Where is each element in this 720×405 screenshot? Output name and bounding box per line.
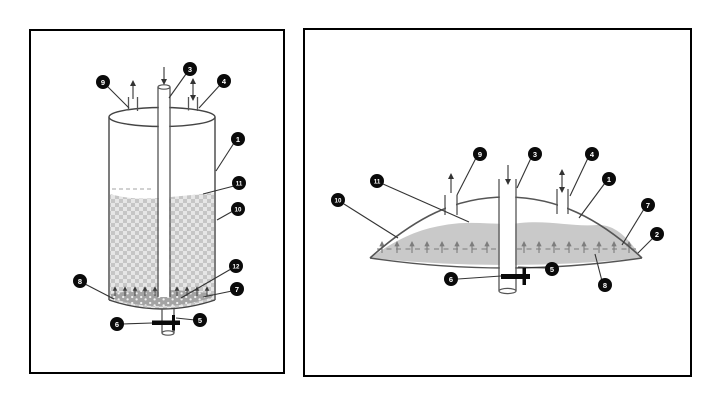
svg-text:1: 1	[607, 175, 611, 184]
right-panel-lagoon-diagram: 11 10 9 3 4 1 7 2 8	[303, 28, 692, 377]
drain-valve	[501, 266, 546, 285]
svg-text:4: 4	[222, 77, 227, 86]
svg-text:3: 3	[533, 150, 537, 159]
valve-handle-icon	[501, 274, 530, 279]
svg-text:7: 7	[646, 201, 650, 210]
callout-10: 10	[331, 193, 345, 207]
callout-8: 8	[598, 278, 612, 292]
svg-text:11: 11	[374, 178, 381, 185]
callout-3: 3	[528, 147, 542, 161]
callout-6: 6	[444, 272, 458, 286]
svg-text:8: 8	[78, 277, 82, 286]
gas-vent-left	[127, 80, 139, 111]
callout-7: 7	[230, 282, 244, 296]
svg-text:8: 8	[603, 281, 607, 290]
callout-7: 7	[641, 198, 655, 212]
callout-1: 1	[231, 132, 245, 146]
callout-3: 3	[183, 62, 197, 76]
svg-text:6: 6	[115, 320, 119, 329]
svg-text:9: 9	[478, 150, 482, 159]
left-panel-tank-diagram: 9 3 4 1 11 10 8 12 7	[29, 29, 285, 374]
svg-text:7: 7	[235, 285, 239, 294]
biogas-rise-arrows	[379, 241, 632, 253]
feed-pipe	[157, 67, 171, 297]
callout-6: 6	[110, 317, 124, 331]
callout-5: 5	[545, 262, 559, 276]
valve-handle-icon	[152, 320, 180, 325]
svg-text:10: 10	[335, 197, 342, 204]
callout-4: 4	[585, 147, 599, 161]
svg-text:1: 1	[236, 135, 240, 144]
callout-1: 1	[602, 172, 616, 186]
callout-4: 4	[217, 74, 231, 88]
leader-lines	[343, 157, 654, 282]
callout-11: 11	[232, 176, 246, 190]
cover-vent-left	[444, 173, 458, 215]
callout-12: 12	[229, 259, 243, 273]
tank-diagram-svg: 9 3 4 1 11 10 8 12 7	[73, 62, 246, 336]
callout-5: 5	[193, 313, 207, 327]
svg-text:10: 10	[235, 206, 242, 213]
lagoon-diagram-svg: 11 10 9 3 4 1 7 2 8	[331, 147, 664, 295]
svg-text:5: 5	[550, 265, 554, 274]
svg-text:5: 5	[198, 316, 202, 325]
callout-11: 11	[370, 174, 384, 188]
svg-text:4: 4	[590, 150, 595, 159]
leader-lines	[84, 73, 235, 325]
svg-text:12: 12	[233, 263, 240, 270]
gas-vent-right	[187, 78, 199, 111]
callout-9: 9	[96, 75, 110, 89]
svg-text:6: 6	[449, 275, 453, 284]
callout-2: 2	[650, 227, 664, 241]
callout-9: 9	[473, 147, 487, 161]
callout-8: 8	[73, 274, 87, 288]
svg-text:9: 9	[101, 78, 105, 87]
cover-vent-right	[556, 169, 569, 214]
svg-text:11: 11	[236, 180, 243, 187]
drain-pipe-and-valve	[152, 309, 180, 336]
svg-text:3: 3	[188, 65, 192, 74]
callout-10: 10	[231, 202, 245, 216]
feed-pipe	[498, 165, 517, 295]
svg-text:2: 2	[655, 230, 659, 239]
